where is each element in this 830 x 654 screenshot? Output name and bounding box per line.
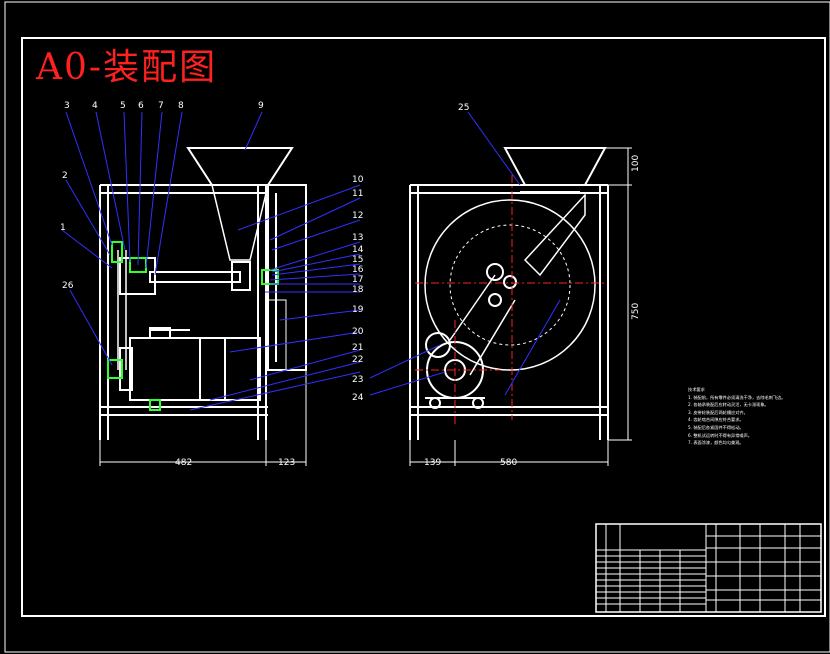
part-label: 3	[64, 101, 70, 111]
part-label: 8	[178, 101, 184, 111]
front-view-accents	[107, 241, 279, 411]
note-line: 6. 整机试运转时不得有异常噪声。	[688, 432, 752, 438]
part-label: 22	[352, 355, 363, 365]
side-leaders	[369, 111, 561, 396]
part-label: 13	[352, 233, 363, 243]
note-line: 5. 装配后各紧固件不得松动。	[688, 424, 744, 430]
part-label: 16	[352, 265, 364, 275]
side-centerlines	[415, 175, 605, 425]
note-line: 1. 装配前，所有零件必须清洗干净，去除毛刺飞边。	[688, 394, 786, 400]
dim-side-width: 580	[500, 458, 517, 468]
note-line: 4. 齿轮啮合间隙应符合要求。	[688, 417, 744, 423]
part-label: 26	[62, 281, 74, 291]
part-label: 2	[62, 171, 68, 181]
side-view	[409, 147, 609, 440]
part-label: 9	[258, 101, 264, 111]
note-line: 3. 皮带轮装配后两轮槽应对齐。	[688, 409, 748, 415]
note-line: 7. 表面涂漆，颜色均匀美观。	[688, 440, 744, 446]
part-label: 20	[352, 327, 364, 337]
part-label: 23	[352, 375, 363, 385]
part-label: 15	[352, 255, 363, 265]
front-leaders	[61, 111, 361, 411]
notes-heading: 技术要求	[688, 387, 705, 392]
part-label: 24	[352, 393, 364, 403]
part-label: 10	[352, 175, 364, 185]
part-label: 14	[352, 245, 364, 255]
part-label: 1	[60, 223, 66, 233]
dim-side-top: 100	[631, 155, 641, 172]
side-dimensions	[409, 147, 632, 466]
title-block	[595, 523, 822, 613]
dim-side-height: 750	[631, 303, 641, 320]
dim-front-width: 482	[175, 458, 192, 468]
part-label: 11	[352, 189, 363, 199]
part-label: 5	[120, 101, 126, 111]
note-line: 2. 各轴承装配后应转动灵活，无卡滞现象。	[688, 402, 769, 408]
front-dimensions	[99, 370, 307, 466]
outer-border	[4, 1, 830, 653]
part-label: 18	[352, 285, 364, 295]
part-label: 25	[458, 103, 469, 113]
technical-requirements: 技术要求 1. 装配前，所有零件必须清洗干净，去除毛刺飞边。 2. 各轴承装配后…	[688, 386, 798, 447]
part-label: 17	[352, 275, 363, 285]
part-label: 7	[158, 101, 164, 111]
front-part-labels: 1 2 3 4 5 6 7 8 9 10 11 12 13 14 15 16 1…	[60, 101, 469, 403]
front-view	[99, 147, 307, 440]
part-label: 4	[92, 101, 98, 111]
inner-border	[21, 37, 826, 617]
drawing-title: A0-装配图	[36, 47, 218, 88]
dim-front-side: 123	[278, 458, 295, 468]
dim-side-left: 139	[424, 458, 441, 468]
part-label: 6	[138, 101, 144, 111]
part-label: 19	[352, 305, 364, 315]
part-label: 12	[352, 211, 363, 221]
part-label: 21	[352, 343, 363, 353]
